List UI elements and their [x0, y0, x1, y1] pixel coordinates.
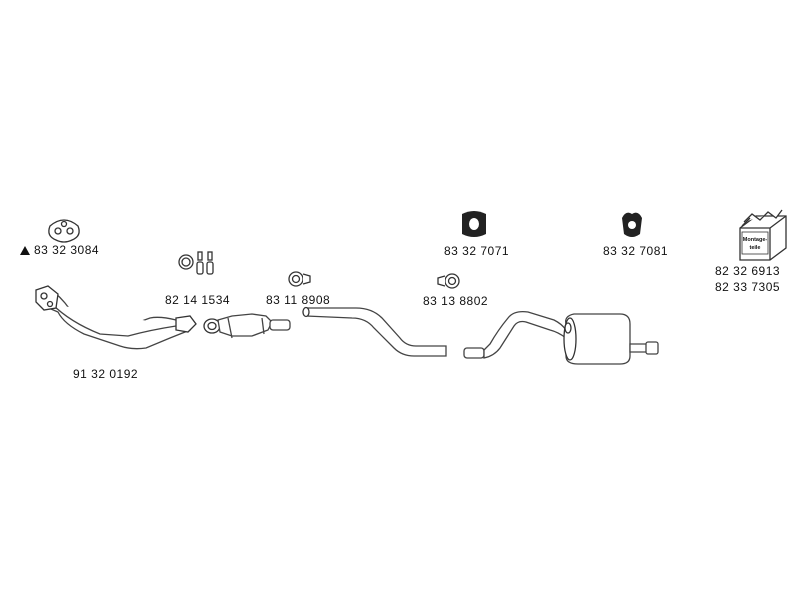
front-gasket-icon: [48, 219, 80, 243]
triangle-icon: [20, 246, 30, 255]
intermediate-pipe-icon: [203, 313, 291, 339]
mounting-kit-box-label-2: teile: [749, 245, 760, 251]
clamp-2-icon: [437, 273, 460, 289]
clamp-1-label: 83 11 8908: [266, 293, 331, 307]
gasket-front-number: 83 32 3084: [34, 243, 100, 257]
rear-silencer-icon: [463, 310, 659, 365]
front-pipe-label: 91 32 0192: [73, 367, 139, 381]
hanger-1-icon: [462, 211, 486, 237]
front-pipe-icon: [35, 285, 197, 350]
middle-pipe-icon: [302, 306, 447, 357]
hanger-2-icon: [622, 212, 642, 237]
mounting-kit-box-label-1: Montage-: [743, 237, 768, 243]
mounting-kit-2-label: 82 33 7305: [715, 280, 781, 294]
clamp-2-label: 83 13 8802: [423, 294, 489, 308]
clamp-1-icon: [288, 271, 311, 287]
mounting-kit-1-label: 82 32 6913: [715, 264, 781, 278]
gasket-front-label: 83 32 3084: [20, 243, 99, 257]
bolt-set-label: 82 14 1534: [165, 293, 231, 307]
hanger-1-label: 83 32 7071: [444, 244, 510, 258]
hanger-2-label: 83 32 7081: [603, 244, 669, 258]
bolt-set-icon: [178, 251, 214, 275]
mounting-kit-box-icon: Montage- teile: [739, 209, 787, 261]
